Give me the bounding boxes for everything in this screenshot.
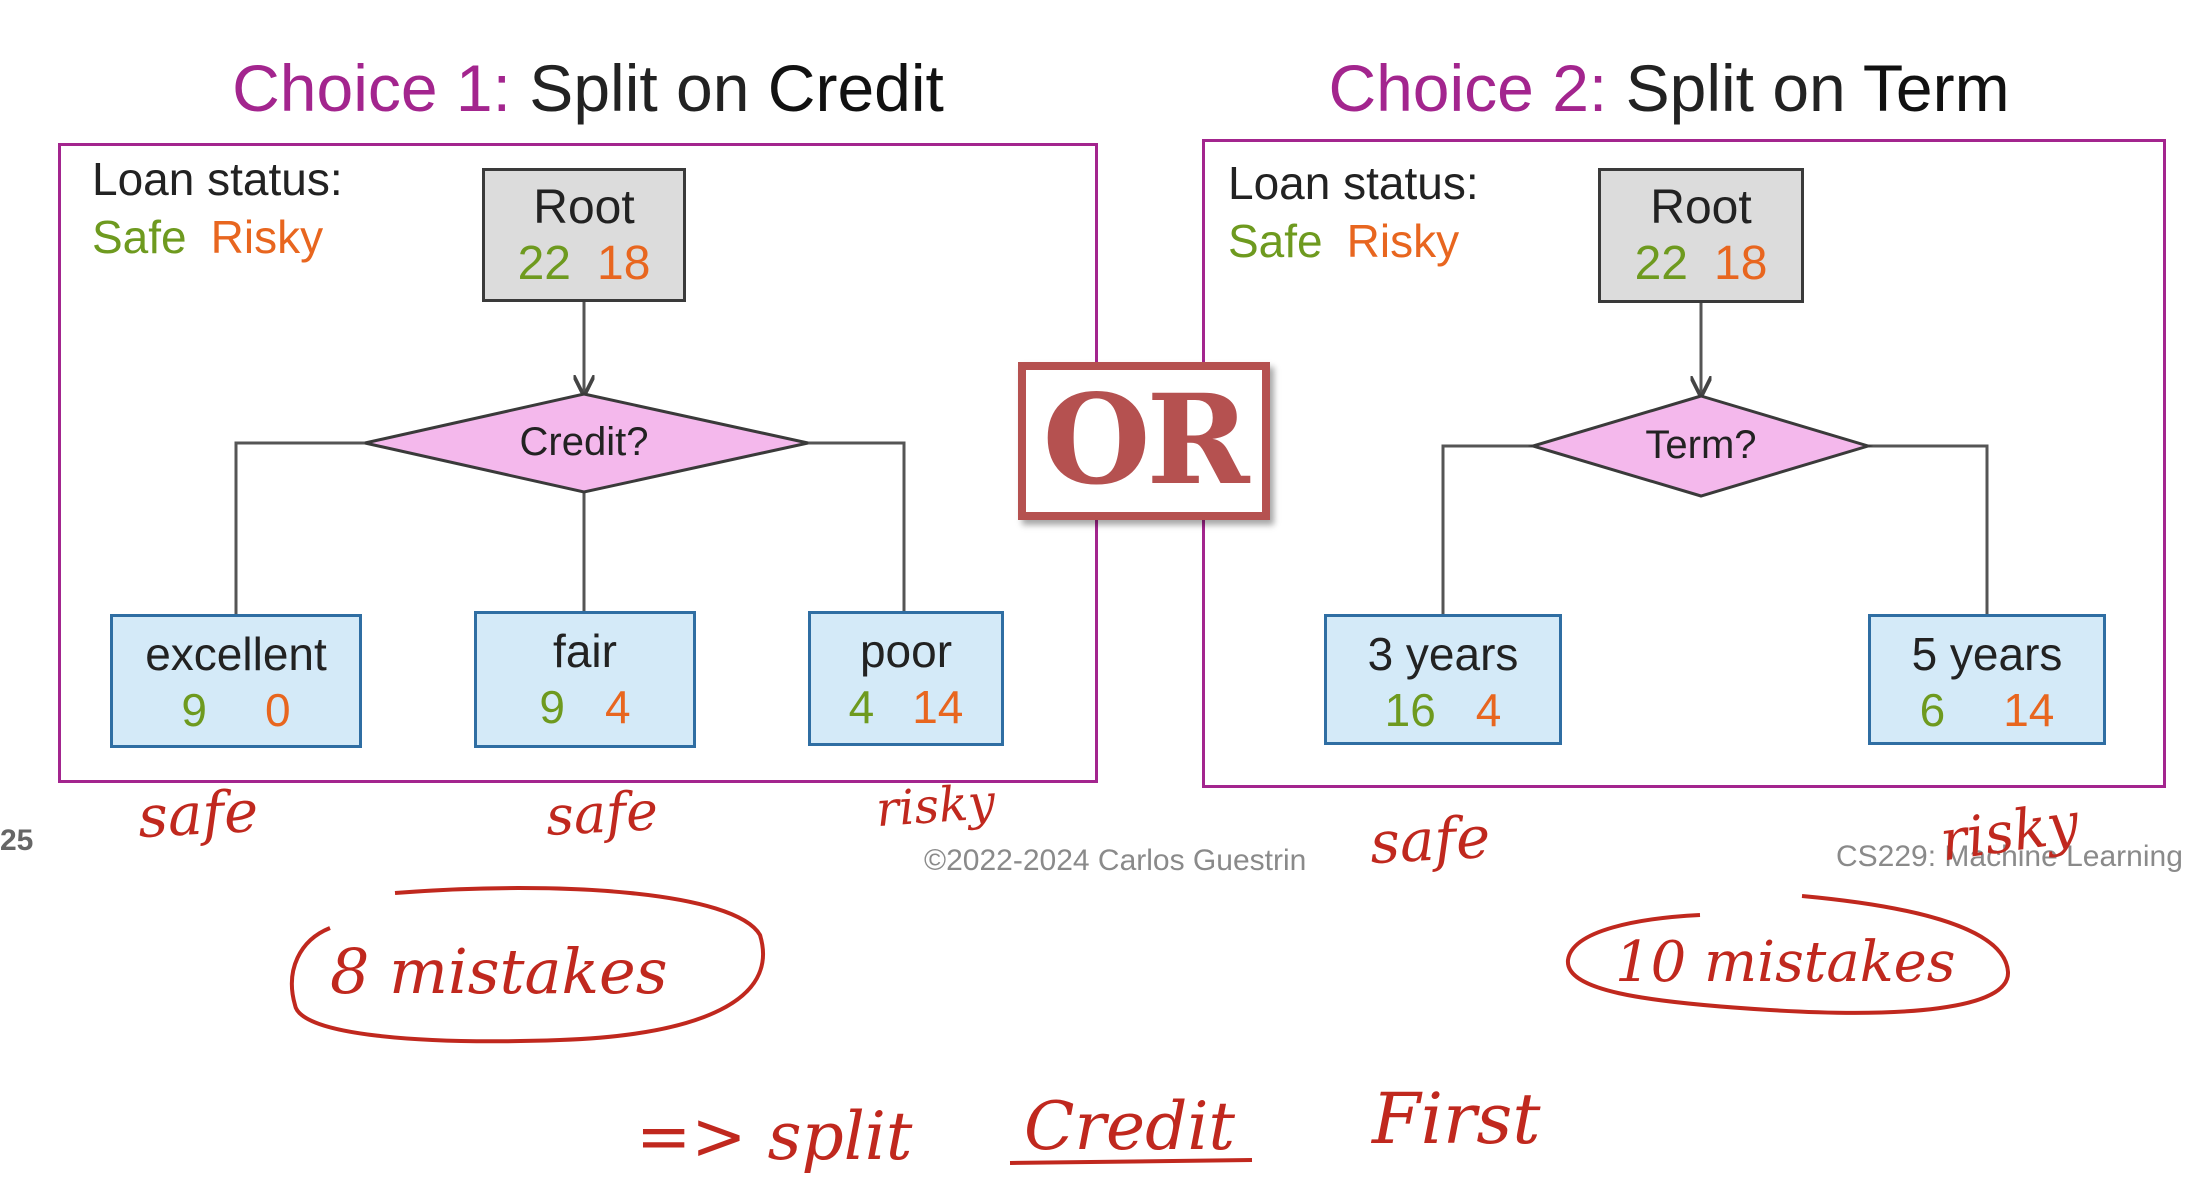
choice2-legend: Loan status: Safe Risky xyxy=(1228,154,1479,270)
leaf-safe-count: 4 xyxy=(848,681,875,733)
choice2-title-label: Choice 2: xyxy=(1328,51,1608,125)
choice1-root-node: Root 22 18 xyxy=(482,168,686,302)
leaf-safe-count: 16 xyxy=(1384,684,1436,736)
leaf-risky-count: 4 xyxy=(605,681,631,733)
root-risky-count: 18 xyxy=(597,237,651,290)
choice1-title-label: Choice 1: xyxy=(232,51,511,125)
root-safe-count: 22 xyxy=(1634,237,1688,290)
leaf-safe-count: 9 xyxy=(181,684,207,736)
ink-conclusion-split: => split xyxy=(636,1098,913,1175)
choice1-leaf-excellent: excellent 9 0 xyxy=(110,614,362,748)
ink-loop-choice2 xyxy=(1565,894,2011,1015)
ink-mistakes-8: 8 mistakes xyxy=(330,935,668,1008)
root-safe-count: 22 xyxy=(517,237,571,290)
choice2-question: Term? xyxy=(1645,423,1757,467)
choice2-title-mid: Split on xyxy=(1607,51,1863,125)
legend-risky: Risky xyxy=(1346,215,1460,267)
choice1-title-mid: Split on xyxy=(510,51,768,125)
choice2-leaf-3years: 3 years 16 4 xyxy=(1324,614,1562,745)
legend-title: Loan status: xyxy=(1228,157,1479,209)
c2-edge-3years xyxy=(1441,444,1533,614)
choice2-leaf-5years: 5 years 6 14 xyxy=(1868,614,2106,745)
leaf-label: poor xyxy=(859,625,953,677)
ink-loop-choice1 xyxy=(289,886,766,1044)
course-label: CS229: Machine Learning xyxy=(1836,840,2183,873)
c1-edge-poor xyxy=(808,441,906,611)
root-risky-count: 18 xyxy=(1714,237,1768,290)
leaf-risky-count: 4 xyxy=(1475,684,1502,736)
or-label: OR xyxy=(1042,368,1249,513)
ink-conclusion-credit: Credit xyxy=(1024,1088,1235,1165)
choice1-leaf-poor: poor 4 14 xyxy=(808,611,1004,746)
c2-decision-diamond xyxy=(1527,394,1874,498)
leaf-risky-count: 0 xyxy=(265,684,291,736)
leaf-label: fair xyxy=(553,625,617,677)
leaf-safe-count: 9 xyxy=(539,681,565,733)
page-number: 25 xyxy=(0,824,34,857)
leaf-label: 5 years xyxy=(1911,628,2063,680)
legend-safe: Safe xyxy=(1228,215,1323,267)
leaf-label: excellent xyxy=(145,628,327,680)
copyright: ©2022-2024 Carlos Guestrin xyxy=(924,844,1307,877)
choice2-title: Choice 2: Split on Term xyxy=(1314,48,2024,128)
leaf-risky-count: 14 xyxy=(2003,684,2055,736)
choice1-legend: Loan status: Safe Risky xyxy=(92,150,343,266)
leaf-label: 3 years xyxy=(1367,628,1519,680)
choice1-title-feature: Credit xyxy=(767,51,944,125)
choice2-title-feature: Term xyxy=(1862,51,2010,125)
legend-safe: Safe xyxy=(92,211,187,263)
choice2-root-node: Root 22 18 xyxy=(1598,168,1804,303)
c1-decision-diamond xyxy=(364,392,809,494)
choice1-question: Credit? xyxy=(519,420,649,464)
c2-edge-5years xyxy=(1868,444,1989,614)
ink-mistakes-10: 10 mistakes xyxy=(1615,930,1956,995)
ink-conclusion-first: First xyxy=(1372,1078,1541,1160)
legend-title: Loan status: xyxy=(92,153,343,205)
ink-underline-credit xyxy=(1009,1158,1253,1165)
leaf-safe-count: 6 xyxy=(1919,684,1946,736)
root-label: Root xyxy=(533,181,635,234)
root-label: Root xyxy=(1650,181,1752,234)
legend-risky: Risky xyxy=(210,211,324,263)
or-stamp: OR xyxy=(1018,362,1270,520)
choice1-title: Choice 1: Split on Credit xyxy=(218,48,958,128)
leaf-risky-count: 14 xyxy=(912,681,964,733)
c1-edge-excellent xyxy=(234,441,365,614)
